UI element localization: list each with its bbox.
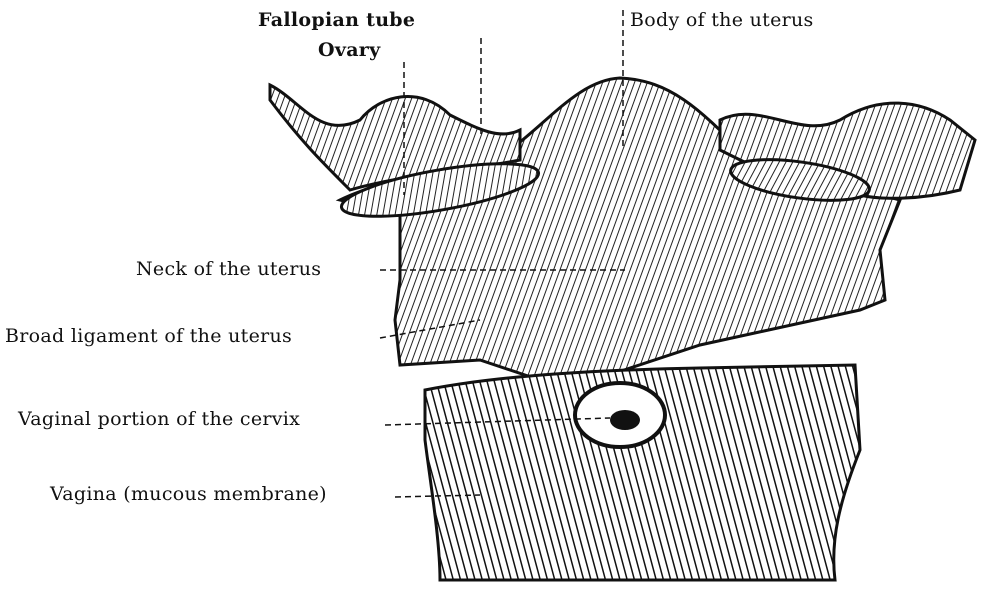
vagina-leader [394,494,481,498]
left-fallopian-tube [268,82,522,192]
vagina [423,363,862,582]
label-body-of-uterus: Body of the uterus [630,9,814,31]
cervix-leader [384,417,611,426]
label-neck-of-uterus: Neck of the uterus [136,258,322,280]
label-vaginal-portion-cervix: Vaginal portion of the cervix [18,408,301,430]
left-ovary [339,162,541,218]
label-fallopian-tube: Fallopian tube [258,9,416,31]
right-ovary [729,158,871,202]
label-ovary: Ovary [318,39,381,61]
label-broad-ligament: Broad ligament of the uterus [5,325,293,347]
broad-ligament-leader [379,319,481,339]
label-vagina: Vagina (mucous membrane) [50,483,327,505]
